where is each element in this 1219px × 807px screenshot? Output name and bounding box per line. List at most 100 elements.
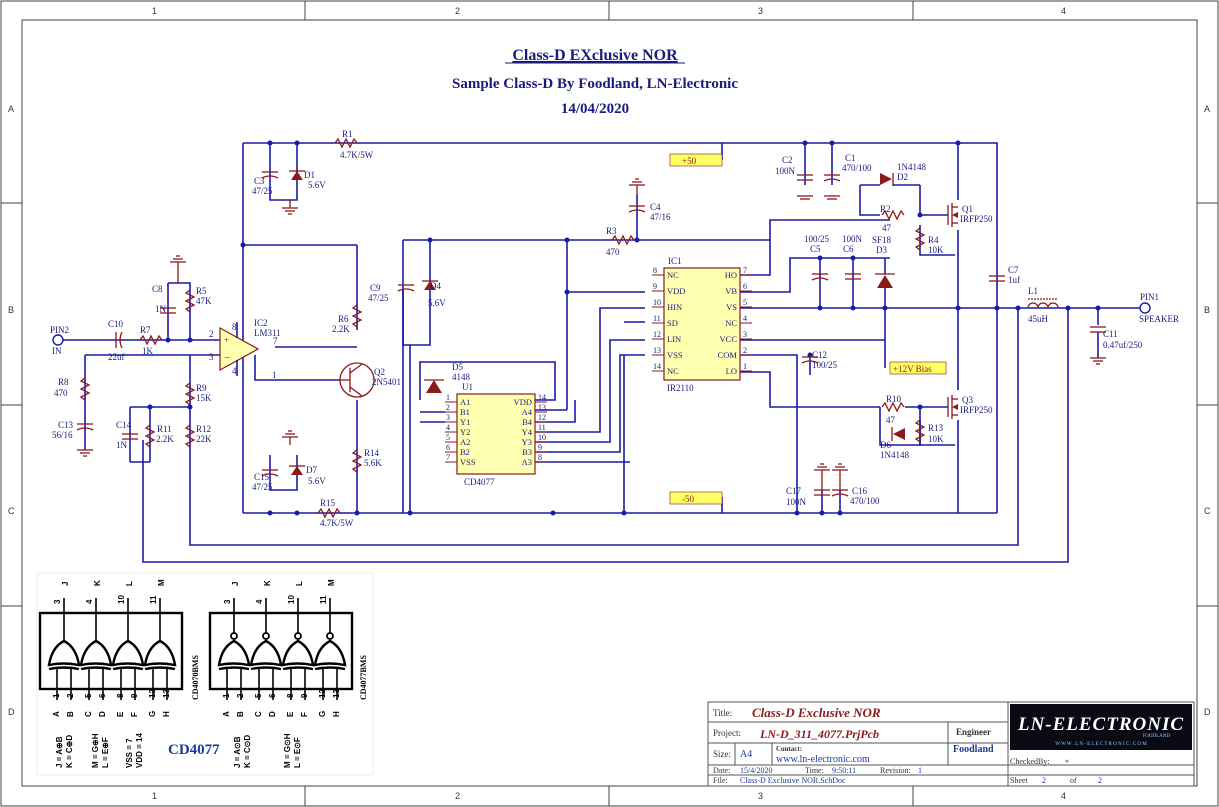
tb-time: 9:50:11 — [832, 766, 856, 775]
pinout-bottom-num: 5 — [254, 693, 263, 698]
rail-neg-label: -50 — [682, 494, 694, 504]
u1-pin-name-a1: A1 — [460, 397, 470, 407]
r6-ref: R6 — [338, 314, 349, 324]
pinout-bottom-num: 12 — [148, 689, 157, 698]
logo-url: W W W . L N - E L E C T R O N I C . C O … — [1055, 742, 1147, 747]
pin2-ref: PIN2 — [50, 325, 69, 335]
rail-pos-label: +50 — [682, 156, 697, 166]
capacitor-c6: 100N C6 — [842, 234, 863, 280]
ground-c13 — [77, 449, 93, 457]
u1-pin-3: 3 — [446, 413, 450, 422]
q1-val: IRFP250 — [960, 214, 993, 224]
tb-of-label: of — [1070, 776, 1077, 785]
r9-ref: R9 — [196, 383, 207, 393]
pinout-note: K = C⊙D — [243, 735, 252, 768]
diode-d6: D6 1N4148 — [880, 427, 909, 460]
tb-contact: www.ln-electronic.com — [776, 754, 870, 765]
r8-ref: R8 — [58, 377, 69, 387]
resistor-r1: R1 4.7K/5W — [334, 129, 374, 160]
ic1-pin-name-lin: LIN — [667, 334, 681, 344]
pinout-bottom-letter: D — [268, 711, 277, 717]
grid-row-a-right: A — [1204, 104, 1210, 114]
ic2-pin-4: 4 — [232, 366, 237, 376]
r3-ref: R3 — [606, 226, 617, 236]
c14-val: 1N — [116, 440, 128, 450]
c11-val: 0.47uf/250 — [1103, 340, 1143, 350]
r7-ref: R7 — [140, 325, 151, 335]
rail-bias-label: +12V Bias — [893, 364, 932, 374]
zener-d4: D4 5.6V — [402, 280, 446, 346]
r10-val: 47 — [886, 415, 896, 425]
title-line-2: Sample Class-D By Foodland, LN-Electroni… — [452, 76, 738, 92]
title-block: Title: Class-D Exclusive NOR Project: LN… — [707, 701, 1195, 787]
u1-pin-10: 10 — [538, 433, 546, 442]
tb-engineer-label: Engineer — [956, 727, 991, 737]
r1-val: 4.7K/5W — [340, 150, 374, 160]
ic1-val: IR2110 — [667, 383, 694, 393]
r9-val: 15K — [196, 393, 212, 403]
r8-val: 470 — [54, 388, 68, 398]
grid-row-d-right: D — [1204, 707, 1211, 717]
u1-pin-11: 11 — [538, 423, 546, 432]
capacitor-c5: 100/25 C5 — [804, 234, 830, 281]
pinout-bottom-num: 2 — [236, 693, 245, 698]
q2-val: 2N5401 — [372, 377, 401, 387]
ic1-pin-11: 11 — [653, 314, 661, 323]
mosfet-q3: Q3 IRFP250 — [947, 395, 993, 419]
ic1-pin-name-vb: VB — [725, 286, 737, 296]
grid-col-1-bottom: 1 — [152, 791, 157, 801]
grid-col-3: 3 — [758, 6, 763, 16]
ground-c4 — [629, 178, 645, 195]
ic1-pin-10: 10 — [653, 298, 661, 307]
ic1-pin-5: 5 — [743, 298, 747, 307]
comparator-ic2: + − IC2 LM311 2 3 8 4 7 1 — [209, 318, 281, 380]
ic1-pin-name-nc: NC — [667, 366, 679, 376]
rail-bias-tag: +12V Bias — [889, 361, 947, 375]
c17-ref: C17 — [786, 486, 802, 496]
logo-text: LN-ELECTRONIC — [1017, 714, 1184, 735]
q1-ref: Q1 — [962, 204, 973, 214]
pinout-top-num: 10 — [117, 595, 126, 604]
ic1-pin-name-vs: VS — [726, 302, 737, 312]
c16-val: 470/100 — [850, 496, 880, 506]
u1-ref: U1 — [462, 382, 473, 392]
l1-ref: L1 — [1028, 286, 1038, 296]
resistor-r14: R14 5.6K — [351, 448, 382, 473]
capacitor-c14: C14 1N — [116, 420, 138, 450]
pinout-bottom-num: 6 — [98, 693, 107, 698]
grid-col-3-bottom: 3 — [758, 791, 763, 801]
tb-checked-label: CheckedBy: — [1010, 757, 1050, 766]
u1-pin-14: 14 — [538, 393, 546, 402]
r2-val: 47 — [882, 223, 892, 233]
c8-ref: C8 — [152, 284, 163, 294]
c1-val: 470/100 — [842, 163, 872, 173]
pinout-top-letter: M — [157, 579, 166, 586]
capacitor-c9: C9 47/25 — [368, 283, 415, 303]
c2-ref: C2 — [782, 155, 793, 165]
c9-ref: C9 — [370, 283, 381, 293]
r5-ref: R5 — [196, 286, 207, 296]
capacitor-c2: C2 100N — [775, 155, 813, 200]
r4-ref: R4 — [928, 235, 939, 245]
capacitor-c12: C12 100/25 — [801, 350, 838, 370]
pinout-top-letter: L — [125, 581, 134, 586]
c12-ref: C12 — [812, 350, 827, 360]
rail-neg-tag: -50 — [669, 491, 723, 505]
pinout-bottom-letter: E — [286, 711, 295, 717]
pinout-bottom-letter: F — [130, 712, 139, 717]
c17-val: 100N — [786, 497, 807, 507]
pinout-note: M = G⊙H — [283, 733, 292, 768]
c11-ref: C11 — [1103, 329, 1118, 339]
u1-pin-12: 12 — [538, 413, 546, 422]
pinout-note: J = A⊕B — [55, 736, 64, 768]
u1-pin-5: 5 — [446, 433, 450, 442]
junctions — [147, 140, 1101, 516]
capacitor-c11: C11 0.47uf/250 — [1090, 326, 1143, 365]
pinout-note: J = A⊙B — [233, 736, 242, 768]
u1-pin-name-b2: B2 — [460, 447, 470, 457]
capacitor-c10: C10 22uf — [108, 319, 125, 362]
resistor-r6: R6 2.2K — [332, 304, 363, 334]
